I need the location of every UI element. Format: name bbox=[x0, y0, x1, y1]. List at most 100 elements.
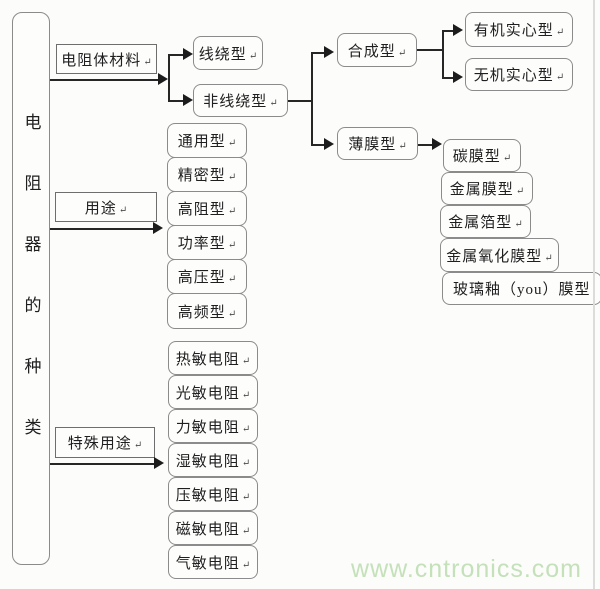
arrowhead-icon bbox=[183, 94, 193, 106]
node-thin-film: 薄膜型↵ bbox=[337, 127, 418, 160]
arrowhead-icon bbox=[453, 71, 463, 83]
arrowhead-icon bbox=[453, 24, 463, 36]
arrowhead-icon bbox=[153, 222, 163, 234]
node-metal-film: 金属膜型↵ bbox=[441, 172, 533, 205]
connector-line bbox=[311, 52, 325, 54]
node-label: 精密型 bbox=[177, 168, 226, 184]
return-mark-icon: ↵ bbox=[241, 525, 251, 537]
node-high-frequency: 高频型↵ bbox=[167, 293, 247, 329]
arrowhead-icon bbox=[432, 138, 442, 150]
node-label: 薄膜型 bbox=[348, 137, 397, 153]
connector-line bbox=[311, 144, 325, 146]
node-humidity-sensitive: 湿敏电阻↵ bbox=[168, 443, 258, 477]
connector-line bbox=[442, 30, 444, 78]
return-mark-icon: ↵ bbox=[555, 72, 565, 83]
return-mark-icon: ↵ bbox=[241, 491, 251, 503]
arrowhead-icon bbox=[183, 48, 193, 60]
return-mark-icon: ↵ bbox=[227, 308, 237, 320]
return-mark-icon: ↵ bbox=[118, 204, 128, 216]
return-mark-icon: ↵ bbox=[241, 389, 251, 401]
arrowhead-icon bbox=[158, 73, 168, 85]
return-mark-icon: ↵ bbox=[143, 56, 152, 68]
connector-line bbox=[168, 100, 184, 102]
node-synthetic: 合成型↵ bbox=[337, 33, 417, 67]
return-mark-icon: ↵ bbox=[248, 50, 258, 62]
return-mark-icon: ↵ bbox=[544, 252, 553, 264]
node-organic-solid: 有机实心型↵ bbox=[465, 12, 573, 47]
node-inorganic-solid: 无机实心型↵ bbox=[465, 58, 573, 91]
connector-line bbox=[168, 54, 184, 56]
node-high-voltage: 高压型↵ bbox=[167, 259, 247, 294]
node-label: 气敏电阻 bbox=[175, 555, 240, 572]
branch-label: 特殊用途 bbox=[67, 436, 132, 452]
connector-line bbox=[288, 100, 313, 102]
node-nonwirewound: 非线绕型↵ bbox=[193, 84, 288, 117]
return-mark-icon: ↵ bbox=[555, 27, 565, 38]
node-photoresistor: 光敏电阻↵ bbox=[168, 375, 258, 409]
return-mark-icon: ↵ bbox=[227, 274, 237, 285]
connector-line bbox=[442, 77, 454, 79]
return-mark-icon: ↵ bbox=[241, 355, 251, 367]
branch-special-usage: 特殊用途↵ bbox=[55, 427, 155, 458]
node-high-resistance: 高阻型↵ bbox=[167, 191, 247, 226]
node-label: 非线绕型 bbox=[203, 94, 268, 110]
node-label: 通用型 bbox=[177, 134, 226, 150]
node-label: 金属箔型 bbox=[448, 215, 513, 231]
return-mark-icon: ↵ bbox=[269, 98, 278, 109]
node-label: 合成型 bbox=[347, 43, 396, 60]
node-label: 热敏电阻 bbox=[175, 351, 240, 368]
connector-line bbox=[50, 79, 160, 81]
node-label: 玻璃釉（you）膜型 bbox=[453, 282, 591, 298]
node-label: 光敏电阻 bbox=[175, 385, 240, 402]
return-mark-icon: ↵ bbox=[397, 47, 407, 59]
node-thermistor: 热敏电阻↵ bbox=[168, 341, 258, 375]
node-label: 高阻型 bbox=[177, 202, 226, 218]
node-metal-oxide-film: 金属氧化膜型↵ bbox=[440, 238, 559, 272]
root-node-label: 电阻器的种类 bbox=[21, 113, 41, 479]
branch-label: 电阻体材料 bbox=[61, 52, 142, 69]
node-gas-sensitive: 气敏电阻↵ bbox=[168, 545, 258, 579]
node-label: 磁敏电阻 bbox=[175, 521, 240, 538]
arrowhead-icon bbox=[324, 138, 334, 150]
node-power: 功率型↵ bbox=[167, 225, 247, 260]
return-mark-icon: ↵ bbox=[227, 240, 237, 251]
return-mark-icon: ↵ bbox=[227, 138, 237, 149]
root-node-resistor-types: 电阻器的种类 bbox=[12, 12, 50, 565]
return-mark-icon: ↵ bbox=[241, 423, 251, 435]
node-label: 线绕型 bbox=[198, 46, 247, 63]
return-mark-icon: ↵ bbox=[502, 153, 512, 164]
branch-label: 用途 bbox=[84, 200, 117, 217]
connector-line bbox=[168, 54, 170, 102]
node-label: 金属膜型 bbox=[449, 182, 514, 198]
return-mark-icon: ↵ bbox=[227, 172, 237, 183]
return-mark-icon: ↵ bbox=[241, 457, 251, 469]
return-mark-icon: ↵ bbox=[227, 206, 237, 217]
node-metal-foil: 金属箔型↵ bbox=[440, 205, 531, 238]
connector-line bbox=[418, 144, 433, 146]
arrowhead-icon bbox=[154, 457, 164, 469]
node-label: 无机实心型 bbox=[473, 68, 554, 84]
branch-usage: 用途↵ bbox=[55, 192, 157, 222]
connector-line bbox=[50, 463, 156, 465]
node-label: 功率型 bbox=[177, 236, 226, 252]
node-general: 通用型↵ bbox=[167, 123, 247, 158]
node-label: 有机实心型 bbox=[473, 23, 554, 39]
return-mark-icon: ↵ bbox=[133, 440, 143, 451]
node-label: 高频型 bbox=[177, 304, 226, 321]
node-label: 力敏电阻 bbox=[175, 419, 240, 436]
connector-line bbox=[442, 30, 454, 32]
node-wirewound: 线绕型↵ bbox=[193, 36, 263, 70]
connector-line bbox=[417, 49, 442, 51]
node-force-sensitive: 力敏电阻↵ bbox=[168, 409, 258, 443]
scan-edge-line bbox=[593, 0, 595, 589]
node-magnetoresistor: 磁敏电阻↵ bbox=[168, 511, 258, 545]
node-carbon-film: 碳膜型↵ bbox=[443, 139, 521, 172]
return-mark-icon: ↵ bbox=[515, 186, 525, 197]
node-label: 金属氧化膜型 bbox=[446, 248, 543, 265]
node-precision: 精密型↵ bbox=[167, 157, 247, 192]
return-mark-icon: ↵ bbox=[398, 141, 407, 152]
node-label: 压敏电阻 bbox=[175, 487, 240, 504]
watermark: www.cntronics.com bbox=[351, 555, 582, 583]
branch-material: 电阻体材料↵ bbox=[56, 44, 157, 74]
